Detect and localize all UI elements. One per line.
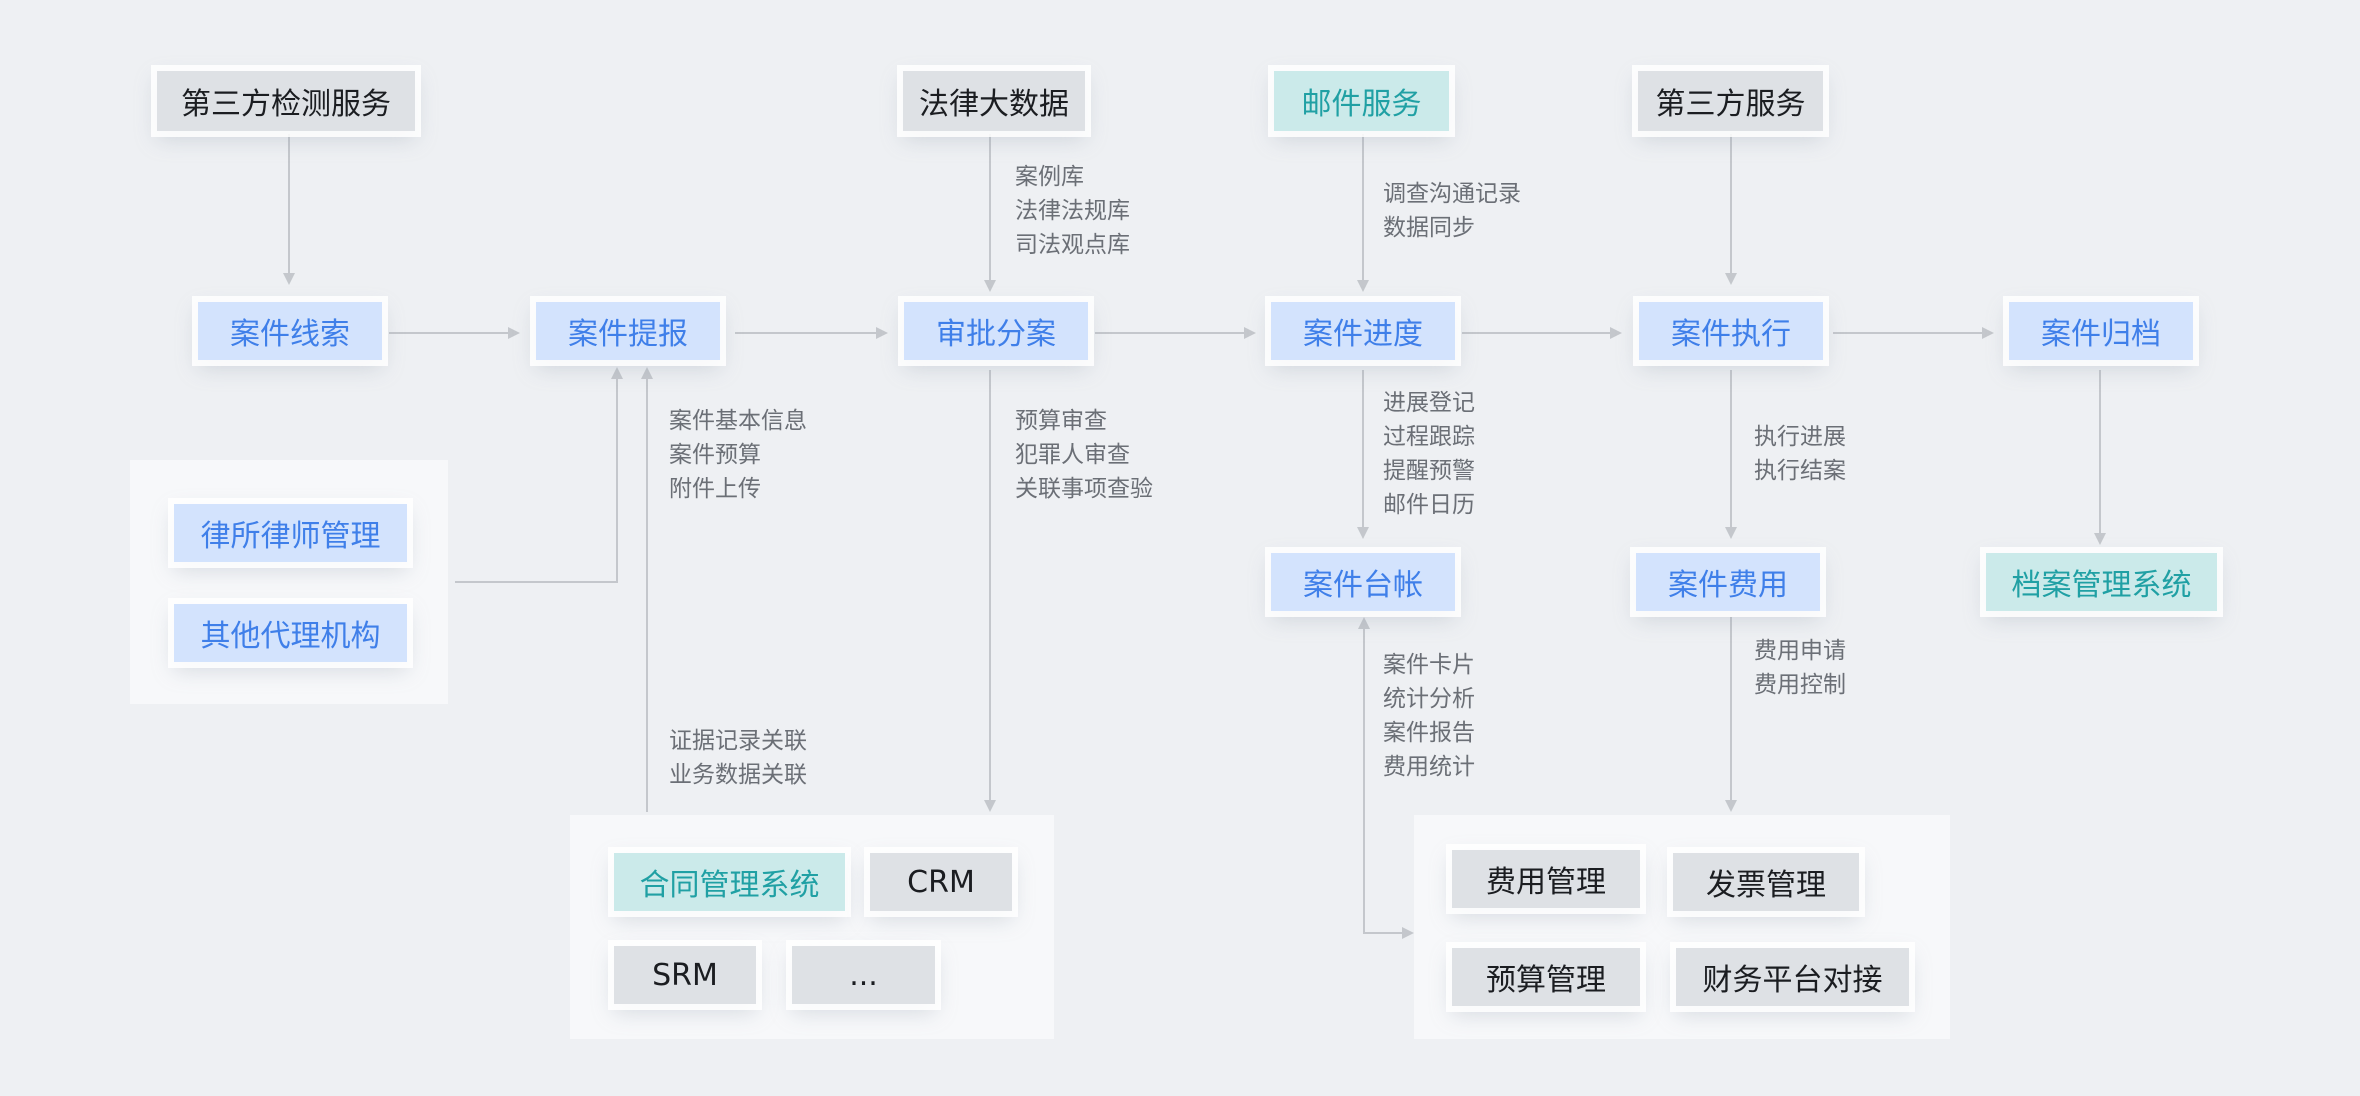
node-case-archive[interactable]: 案件归档 [2009,302,2193,360]
node-srm[interactable]: SRM [614,946,756,1004]
node-mail-service[interactable]: 邮件服务 [1274,71,1449,131]
note-line: 案件卡片 [1383,652,1475,678]
node-legal-big-data[interactable]: 法律大数据 [903,71,1085,131]
node-case-execution[interactable]: 案件执行 [1639,302,1823,360]
note-ledger: 案件卡片 统计分析 案件报告 费用统计 [1383,648,1475,784]
node-third-party-detection[interactable]: 第三方检测服务 [157,71,415,131]
node-other-agencies[interactable]: 其他代理机构 [174,604,407,662]
note-line: 邮件日历 [1383,492,1475,518]
note-legal-data: 案例库 法律法规库 司法观点库 [1015,160,1130,262]
note-mail: 调查沟通记录 数据同步 [1383,177,1521,245]
note-line: 过程跟踪 [1383,424,1475,450]
edge-agencies-to-report [455,367,623,583]
note-line: 犯罪人审查 [1015,442,1130,468]
note-line: 预算审查 [1015,408,1107,434]
note-line: 业务数据关联 [669,762,807,788]
node-budget-mgmt[interactable]: 预算管理 [1452,948,1640,1006]
node-finance-platform[interactable]: 财务平台对接 [1676,948,1909,1006]
note-line: 法律法规库 [1015,198,1130,224]
node-case-ledger[interactable]: 案件台帐 [1271,553,1455,611]
note-line: 执行结案 [1754,458,1846,484]
node-law-firm-lawyer-mgmt[interactable]: 律所律师管理 [174,504,407,562]
note-case-info: 案件基本信息 案件预算 附件上传 [669,404,807,506]
note-line: 证据记录关联 [669,728,807,754]
note-line: 案例库 [1015,164,1084,190]
note-line: 司法观点库 [1015,232,1130,258]
node-third-party-service[interactable]: 第三方服务 [1638,71,1823,131]
note-line: 调查沟通记录 [1383,181,1521,207]
node-archive-system[interactable]: 档案管理系统 [1986,553,2217,611]
note-line: 执行进展 [1754,424,1846,450]
node-approval-assign[interactable]: 审批分案 [904,302,1088,360]
node-invoice-mgmt[interactable]: 发票管理 [1673,853,1859,911]
note-line: 数据同步 [1383,215,1475,241]
note-line: 案件基本信息 [669,408,807,434]
note-execution: 执行进展 执行结案 [1754,420,1846,488]
note-line: 附件上传 [669,476,761,502]
note-line: 费用控制 [1754,672,1846,698]
note-line: 关联事项查验 [1015,476,1153,502]
node-contract-system[interactable]: 合同管理系统 [614,853,845,911]
node-case-progress[interactable]: 案件进度 [1271,302,1455,360]
node-cost-mgmt[interactable]: 费用管理 [1452,850,1640,908]
note-line: 提醒预警 [1383,458,1475,484]
edge-ledger-to-finance [1363,620,1414,939]
node-case-cost[interactable]: 案件费用 [1636,553,1820,611]
note-approval: 预算审查 犯罪人审查 关联事项查验 [1015,404,1153,506]
note-cost: 费用申请 费用控制 [1754,634,1846,702]
note-line: 进展登记 [1383,390,1475,416]
note-line: 案件报告 [1383,720,1475,746]
agency-group-panel [130,460,448,704]
node-case-report[interactable]: 案件提报 [536,302,720,360]
node-case-clue[interactable]: 案件线索 [198,302,382,360]
note-line: 费用申请 [1754,638,1846,664]
node-crm[interactable]: CRM [870,853,1012,911]
note-line: 案件预算 [669,442,761,468]
note-line: 统计分析 [1383,686,1475,712]
note-line: 费用统计 [1383,754,1475,780]
note-evidence: 证据记录关联 业务数据关联 [669,724,807,792]
node-more-systems[interactable]: ... [792,946,935,1004]
note-progress: 进展登记 过程跟踪 提醒预警 邮件日历 [1383,386,1475,522]
